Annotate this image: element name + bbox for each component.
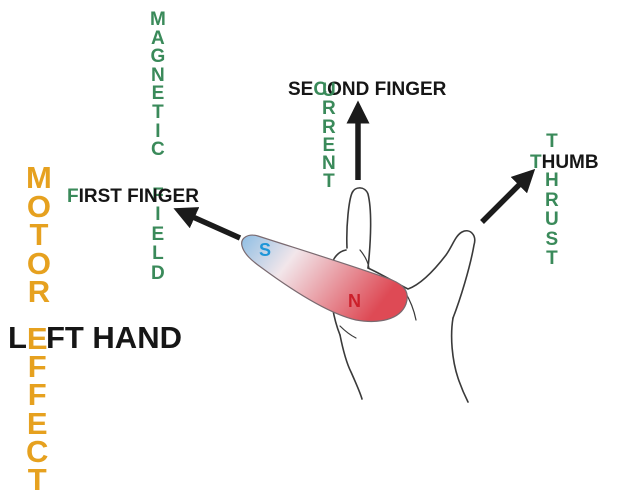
current-label-letter: R: [322, 98, 336, 120]
thrust-letter: S: [545, 228, 559, 250]
effect-label-letter: E: [26, 321, 48, 356]
thrust-letter: H: [545, 170, 559, 191]
field-letter: I: [155, 204, 161, 226]
magnetic-label-letter: G: [150, 46, 166, 68]
left-hand-label: L FT HAND: [8, 322, 182, 353]
thrust-arrow-icon: [480, 168, 536, 224]
field-letter: E: [151, 223, 165, 245]
current-label-letter: R: [322, 116, 336, 138]
effect-label-letter: T: [27, 461, 47, 497]
left-hand-rest: FT HAND: [45, 320, 182, 355]
second-finger-suffix: OND FINGER: [327, 79, 447, 100]
current-label-letter: E: [322, 134, 336, 156]
magnetic-label-letter: E: [151, 83, 165, 105]
effect-label-letter: F: [27, 377, 47, 413]
second-finger-prefix: SE: [288, 79, 314, 100]
first-finger-shape: [241, 234, 408, 323]
left-hand-initial: L: [8, 320, 27, 355]
thrust-initial: T: [546, 131, 558, 152]
second-finger-label: SECOND FINGER: [288, 80, 446, 99]
effect-label-letter: C: [26, 433, 49, 469]
second-finger-c: C: [313, 79, 328, 100]
current-label-letter: N: [322, 153, 336, 175]
current-label-letter: U: [322, 80, 336, 101]
motor-label-letter: M: [26, 160, 52, 195]
motor-label-letter: O: [26, 245, 51, 281]
effect-label-letter: E: [26, 405, 48, 441]
magnetic-label-letter: T: [152, 101, 164, 123]
thrust-letter: U: [545, 209, 559, 230]
first-finger-label: FIRST FINGER: [67, 187, 199, 206]
thumb-initial: T: [530, 152, 542, 173]
field-arrow-icon: [173, 207, 242, 241]
current-label-letter: T: [323, 171, 335, 193]
motor-label-letter: T: [29, 217, 49, 253]
magnetic-label-letter: A: [151, 27, 165, 49]
first-finger-initial: F: [67, 186, 79, 207]
motor-label-letter: O: [26, 188, 51, 224]
magnetic-label-letter: I: [155, 120, 161, 142]
field-letter: D: [151, 262, 165, 284]
field-initial: F: [152, 185, 164, 206]
first-finger-rest: IRST FINGER: [78, 186, 199, 207]
thumb-label: THUMB: [530, 153, 599, 172]
thumb-rest: HUMB: [541, 152, 599, 173]
magnetic-label-letter: N: [151, 64, 165, 86]
effect-label-letter: F: [27, 349, 47, 385]
magnetic-label-letter: C: [151, 139, 165, 161]
thrust-letter: R: [545, 189, 559, 211]
north-pole-label: N: [348, 291, 361, 311]
magnetic-label-letter: M: [150, 9, 166, 30]
field-letter: L: [152, 243, 164, 265]
motor-label-letter: R: [27, 274, 51, 310]
thrust-letter: T: [546, 248, 558, 269]
south-pole-label: S: [259, 240, 272, 260]
